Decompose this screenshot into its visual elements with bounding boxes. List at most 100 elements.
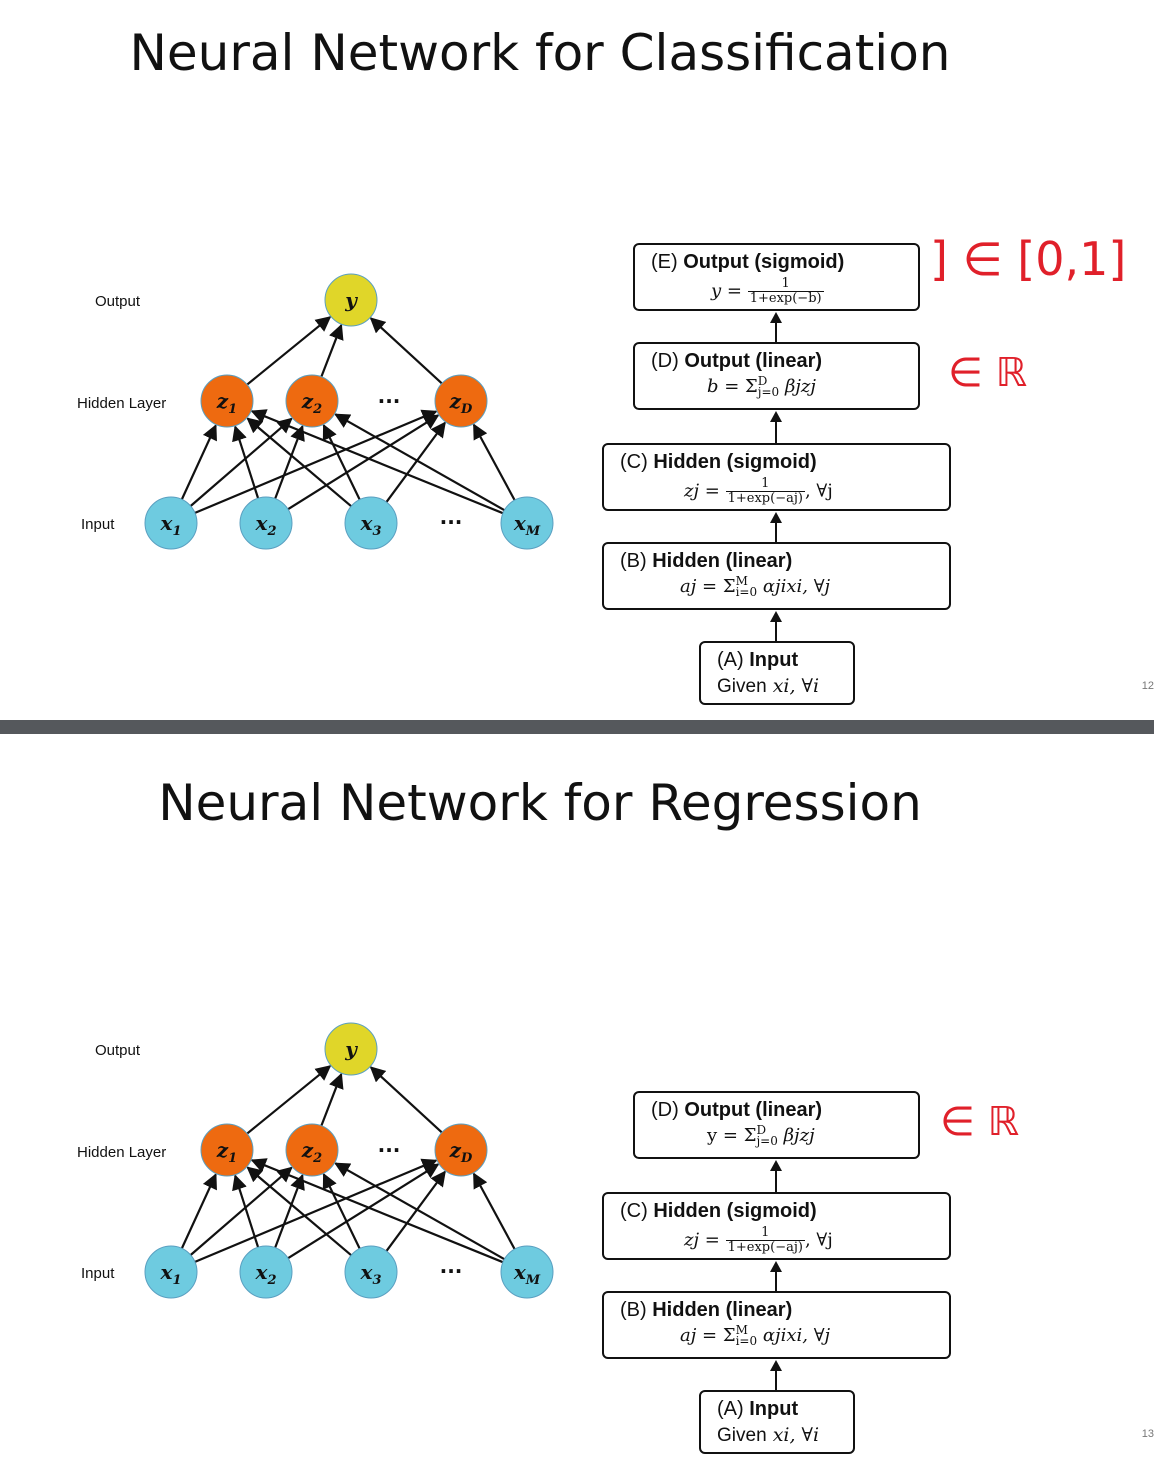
network-edge: [246, 316, 332, 386]
svg-text:zD: zD: [449, 389, 473, 417]
arrow-a-to-b: [775, 621, 777, 641]
network-edge: [287, 414, 440, 511]
output-layer-label: Output: [95, 1042, 141, 1059]
arrow-head: [770, 611, 782, 622]
hidden-node-zD: zD: [434, 374, 488, 428]
network-diagram: y z1 z2 zD x1 x2 x3 xM......: [144, 273, 554, 550]
arrow-d-to-e: [775, 322, 777, 342]
box-e-heading: (E) Output (sigmoid): [651, 251, 845, 273]
page-number: 12: [1141, 680, 1154, 692]
network-edge: [274, 424, 305, 500]
box-d-heading: (D) Output (linear): [651, 1099, 823, 1121]
box-d-heading: (D) Output (linear): [651, 350, 823, 372]
network-edge: [334, 1162, 505, 1261]
input-node-x1: x1: [144, 1245, 198, 1299]
hidden-ellipsis: ...: [378, 384, 401, 408]
arrow-head: [770, 1160, 782, 1171]
network-edge: [322, 423, 361, 501]
network-edge: [385, 1170, 446, 1252]
arrow-c-to-d: [775, 1170, 777, 1192]
hidden-layer-label: Hidden Layer: [77, 1144, 167, 1161]
box-a-heading: (A) Input: [717, 649, 799, 671]
box-a-formula: Given xi, ∀i: [717, 675, 820, 697]
hidden-node-zD: zD: [434, 1123, 488, 1177]
svg-text:y: y: [344, 1037, 358, 1061]
input-node-x3: x3: [344, 496, 398, 550]
hidden-ellipsis: ...: [378, 1133, 401, 1157]
annotation-sigmoid-range: ] ∈ [0,1]: [930, 232, 1127, 286]
annotation-linear-range: ∈ ℝ: [948, 350, 1028, 396]
input-layer-label: Input: [81, 516, 115, 533]
box-a-input: (A) Input Given xi, ∀i: [699, 1390, 855, 1454]
network-edge: [246, 1166, 352, 1257]
slide-title: Neural Network for Classification: [129, 24, 951, 82]
input-ellipsis: ...: [440, 505, 463, 529]
input-node-x1: x1: [144, 496, 198, 550]
arrow-a-to-b: [775, 1370, 777, 1390]
arrow-head: [770, 1360, 782, 1371]
slide-regression: Neural Network for Regression Output Hid…: [0, 734, 1154, 1464]
network-edge: [189, 1166, 293, 1256]
network-edge: [194, 409, 438, 514]
slide-title: Neural Network for Regression: [158, 774, 922, 832]
svg-text:y: y: [344, 288, 358, 312]
network-edge: [320, 323, 344, 378]
output-layer-label: Output: [95, 293, 141, 310]
input-node-xM: xM: [500, 1245, 554, 1299]
input-ellipsis: ...: [440, 1254, 463, 1278]
box-b-heading: (B) Hidden (linear): [620, 550, 793, 572]
slide-separator: [0, 720, 1154, 734]
network-edge: [472, 423, 516, 501]
hidden-node-z1: z1: [200, 374, 254, 428]
network-edge: [194, 1158, 438, 1263]
network-edge: [246, 1065, 332, 1135]
input-node-xM: xM: [500, 496, 554, 550]
network-edge: [320, 1072, 344, 1127]
arrow-b-to-c: [775, 1271, 777, 1291]
page-number: 13: [1141, 1428, 1154, 1440]
input-layer-label: Input: [81, 1265, 115, 1282]
network-edge: [232, 425, 260, 499]
arrow-head: [770, 411, 782, 422]
box-c-heading: (C) Hidden (sigmoid): [620, 1200, 817, 1222]
network-edge: [287, 1163, 440, 1260]
hidden-node-z1: z1: [200, 1123, 254, 1177]
network-edge: [472, 1172, 516, 1250]
arrow-c-to-d: [775, 421, 777, 443]
network-edge: [322, 1172, 361, 1250]
hidden-node-z2: z2: [285, 374, 339, 428]
box-c-heading: (C) Hidden (sigmoid): [620, 451, 817, 473]
arrow-head: [770, 1261, 782, 1272]
network-edge: [334, 413, 505, 512]
output-node-y: y: [324, 273, 378, 327]
box-a-formula: Given xi, ∀i: [717, 1424, 820, 1446]
network-edge: [246, 417, 352, 508]
box-b-heading: (B) Hidden (linear): [620, 1299, 793, 1321]
hidden-node-z2: z2: [285, 1123, 339, 1177]
network-edge: [180, 1173, 217, 1249]
output-node-y: y: [324, 1022, 378, 1076]
network-edge: [274, 1173, 305, 1249]
network-edge: [180, 424, 217, 500]
box-a-input: (A) Input Given xi, ∀i: [699, 641, 855, 705]
arrow-head: [770, 312, 782, 323]
input-node-x2: x2: [239, 496, 293, 550]
network-edge: [385, 421, 446, 503]
slide-classification: Neural Network for Classification Output…: [0, 0, 1154, 720]
arrow-b-to-c: [775, 522, 777, 542]
hidden-layer-label: Hidden Layer: [77, 395, 167, 412]
